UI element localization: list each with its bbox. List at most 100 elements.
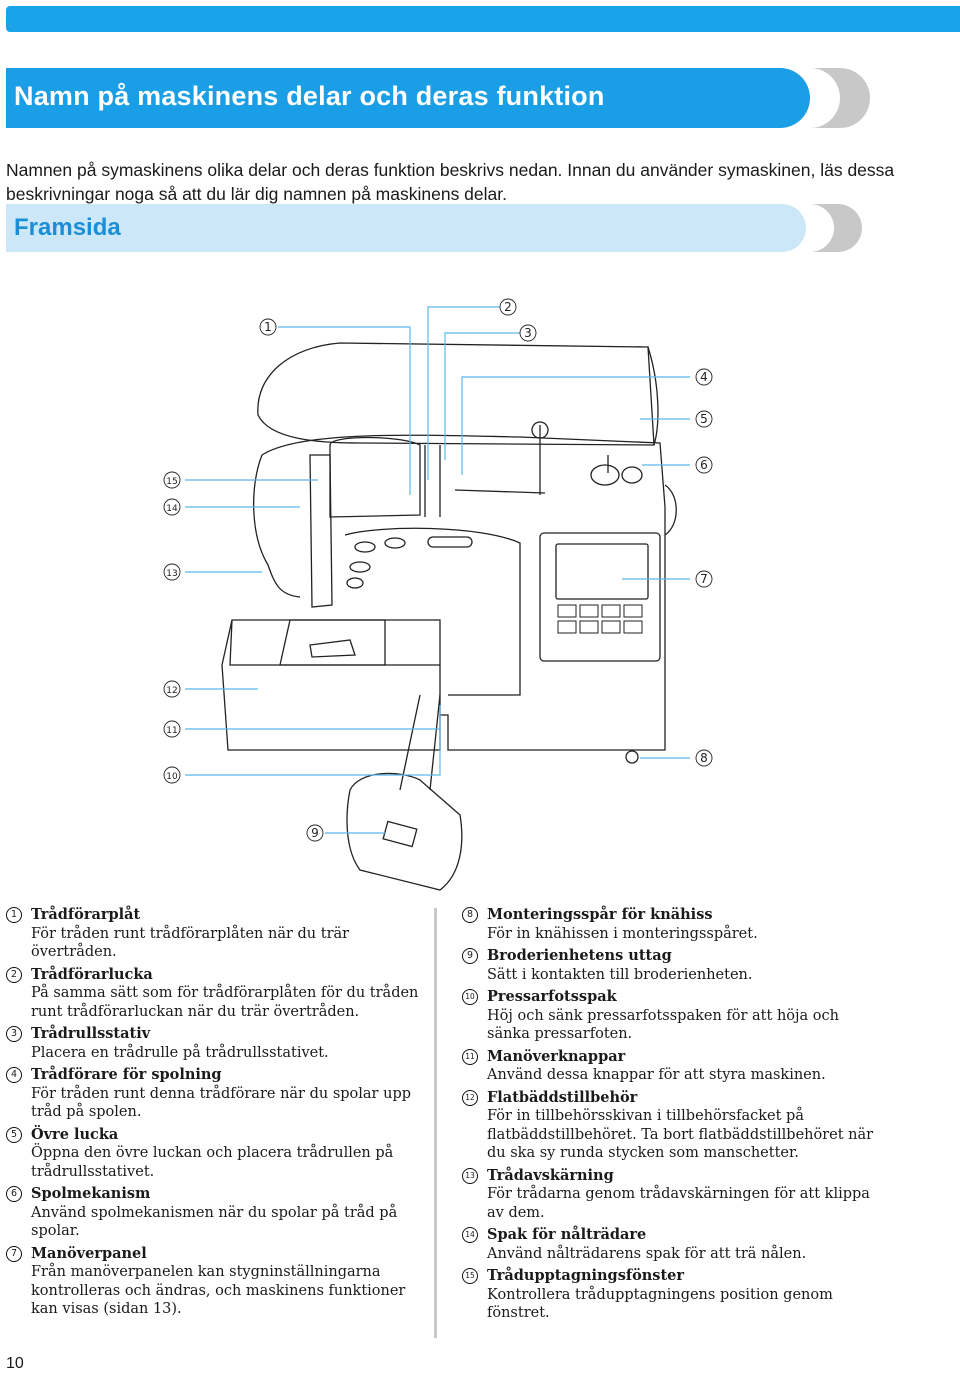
part-text: Höj och sänk pressarfotsspaken för att h… xyxy=(487,1007,839,1043)
title-chevron-icon xyxy=(810,68,870,128)
callout-3: 3 xyxy=(519,324,537,342)
item-number-badge: 6 xyxy=(6,1186,22,1202)
page-number: 10 xyxy=(6,1355,24,1372)
item-number-badge: 10 xyxy=(462,989,478,1005)
part-text: Från manöverpanelen kan stygninställning… xyxy=(31,1264,406,1317)
item-number-badge: 13 xyxy=(462,1167,478,1184)
callout-13: 13 xyxy=(163,563,181,581)
part-text: För tråden runt trådförarplåten när du t… xyxy=(31,925,350,961)
callout-7: 7 xyxy=(695,570,713,588)
callout-5: 5 xyxy=(695,410,713,428)
part-term: Spak för nålträdare xyxy=(487,1226,647,1243)
page-title: Namn på maskinens delar och deras funkti… xyxy=(14,81,605,111)
callout-numbers: 1 2 3 4 5 6 7 8 9 10 11 12 13 14 15 xyxy=(163,298,713,842)
callout-1: 1 xyxy=(259,318,277,336)
sewing-machine-diagram: 1 2 3 4 5 6 7 8 9 10 11 12 13 14 15 xyxy=(163,298,713,891)
column-divider xyxy=(434,908,437,1338)
callout-10: 10 xyxy=(163,766,181,784)
item-number-badge: 4 xyxy=(6,1067,22,1083)
part-term: Broderienhetens uttag xyxy=(487,947,672,964)
title-banner: Namn på maskinens delar och deras funkti… xyxy=(6,68,810,128)
callout-12: 12 xyxy=(163,680,181,698)
svg-text:13: 13 xyxy=(166,569,177,579)
svg-text:3: 3 xyxy=(524,326,532,340)
list-item: 2 Trådförarlucka På samma sätt som för trå… xyxy=(6,966,421,1022)
part-text: Använd spolmekanismen när du spolar på t… xyxy=(31,1204,398,1240)
callout-4: 4 xyxy=(695,368,713,386)
svg-text:7: 7 xyxy=(700,572,708,586)
top-stripe xyxy=(0,0,960,34)
part-text: Kontrollera trådupptagningens position g… xyxy=(487,1286,833,1322)
part-term: Trådförarplåt xyxy=(31,906,141,923)
svg-text:8: 8 xyxy=(700,751,708,765)
callout-2: 2 xyxy=(499,298,517,316)
intro-text: Namnen på symaskinens olika delar och de… xyxy=(6,159,895,204)
svg-text:11: 11 xyxy=(166,726,177,736)
part-term: Trådrullsstativ xyxy=(31,1025,151,1042)
callout-9: 9 xyxy=(306,824,324,842)
item-number-badge: 7 xyxy=(6,1245,22,1262)
item-number-badge: 12 xyxy=(462,1089,478,1106)
part-text: Sätt i kontakten till broderienheten. xyxy=(487,966,753,983)
callout-11: 11 xyxy=(163,720,181,738)
part-term: Manöverknappar xyxy=(487,1047,626,1065)
item-number-badge: 15 xyxy=(462,1268,478,1284)
svg-text:9: 9 xyxy=(311,826,319,840)
svg-text:14: 14 xyxy=(166,504,178,514)
svg-text:12: 12 xyxy=(166,686,177,696)
part-text: På samma sätt som för trådförarplåten fö… xyxy=(31,985,419,1020)
part-text: För tråden runt denna trådförare när du … xyxy=(31,1085,412,1121)
section-chevron-icon xyxy=(810,204,862,252)
part-text: För in tillbehörsskivan i tillbehörsfack… xyxy=(487,1108,874,1161)
item-number-badge: 11 xyxy=(462,1048,478,1065)
part-text: Öppna den övre luckan och placera trådru… xyxy=(31,1145,394,1180)
part-term: Pressarfotsspak xyxy=(487,988,617,1005)
part-term: Monteringsspår för knähiss xyxy=(487,906,713,923)
part-term: Spolmekanism xyxy=(31,1185,151,1202)
part-text: Använd dessa knappar för att styra maski… xyxy=(487,1067,826,1083)
item-number-badge: 2 xyxy=(6,966,22,983)
part-term: Trådförare för spolning xyxy=(31,1066,222,1083)
section-title: Framsida xyxy=(14,214,121,241)
callout-15: 15 xyxy=(163,471,181,489)
callout-6: 6 xyxy=(695,456,713,474)
svg-text:1: 1 xyxy=(264,320,272,334)
part-text: Använd nålträdarens spak för att trä nål… xyxy=(487,1245,807,1262)
svg-text:5: 5 xyxy=(700,412,708,426)
part-term: Trådavskärning xyxy=(487,1166,614,1184)
item-number-badge: 1 xyxy=(6,907,22,923)
item-number-badge: 5 xyxy=(6,1126,22,1143)
item-number-badge: 8 xyxy=(462,907,478,923)
item-number-badge: 9 xyxy=(462,948,478,964)
part-term: Trådupptagningsfönster xyxy=(487,1267,685,1284)
svg-text:4: 4 xyxy=(700,370,708,384)
part-term: Flatbäddstillbehör xyxy=(487,1088,638,1106)
item-number-badge: 14 xyxy=(462,1227,478,1243)
item-number-badge: 3 xyxy=(6,1026,22,1042)
part-text: Placera en trådrulle på trådrullsstative… xyxy=(31,1044,329,1061)
svg-text:2: 2 xyxy=(504,300,512,314)
part-text: För trådarna genom trådavskärningen för … xyxy=(487,1186,870,1221)
section-banner: Framsida xyxy=(6,204,806,252)
part-term: Trådförarlucka xyxy=(31,965,153,983)
svg-text:10: 10 xyxy=(166,772,178,782)
part-term: Övre lucka xyxy=(31,1125,119,1143)
part-text: För in knähissen i monteringsspåret. xyxy=(487,925,758,942)
svg-text:15: 15 xyxy=(166,477,177,487)
svg-text:6: 6 xyxy=(700,458,708,472)
callout-14: 14 xyxy=(163,498,181,516)
